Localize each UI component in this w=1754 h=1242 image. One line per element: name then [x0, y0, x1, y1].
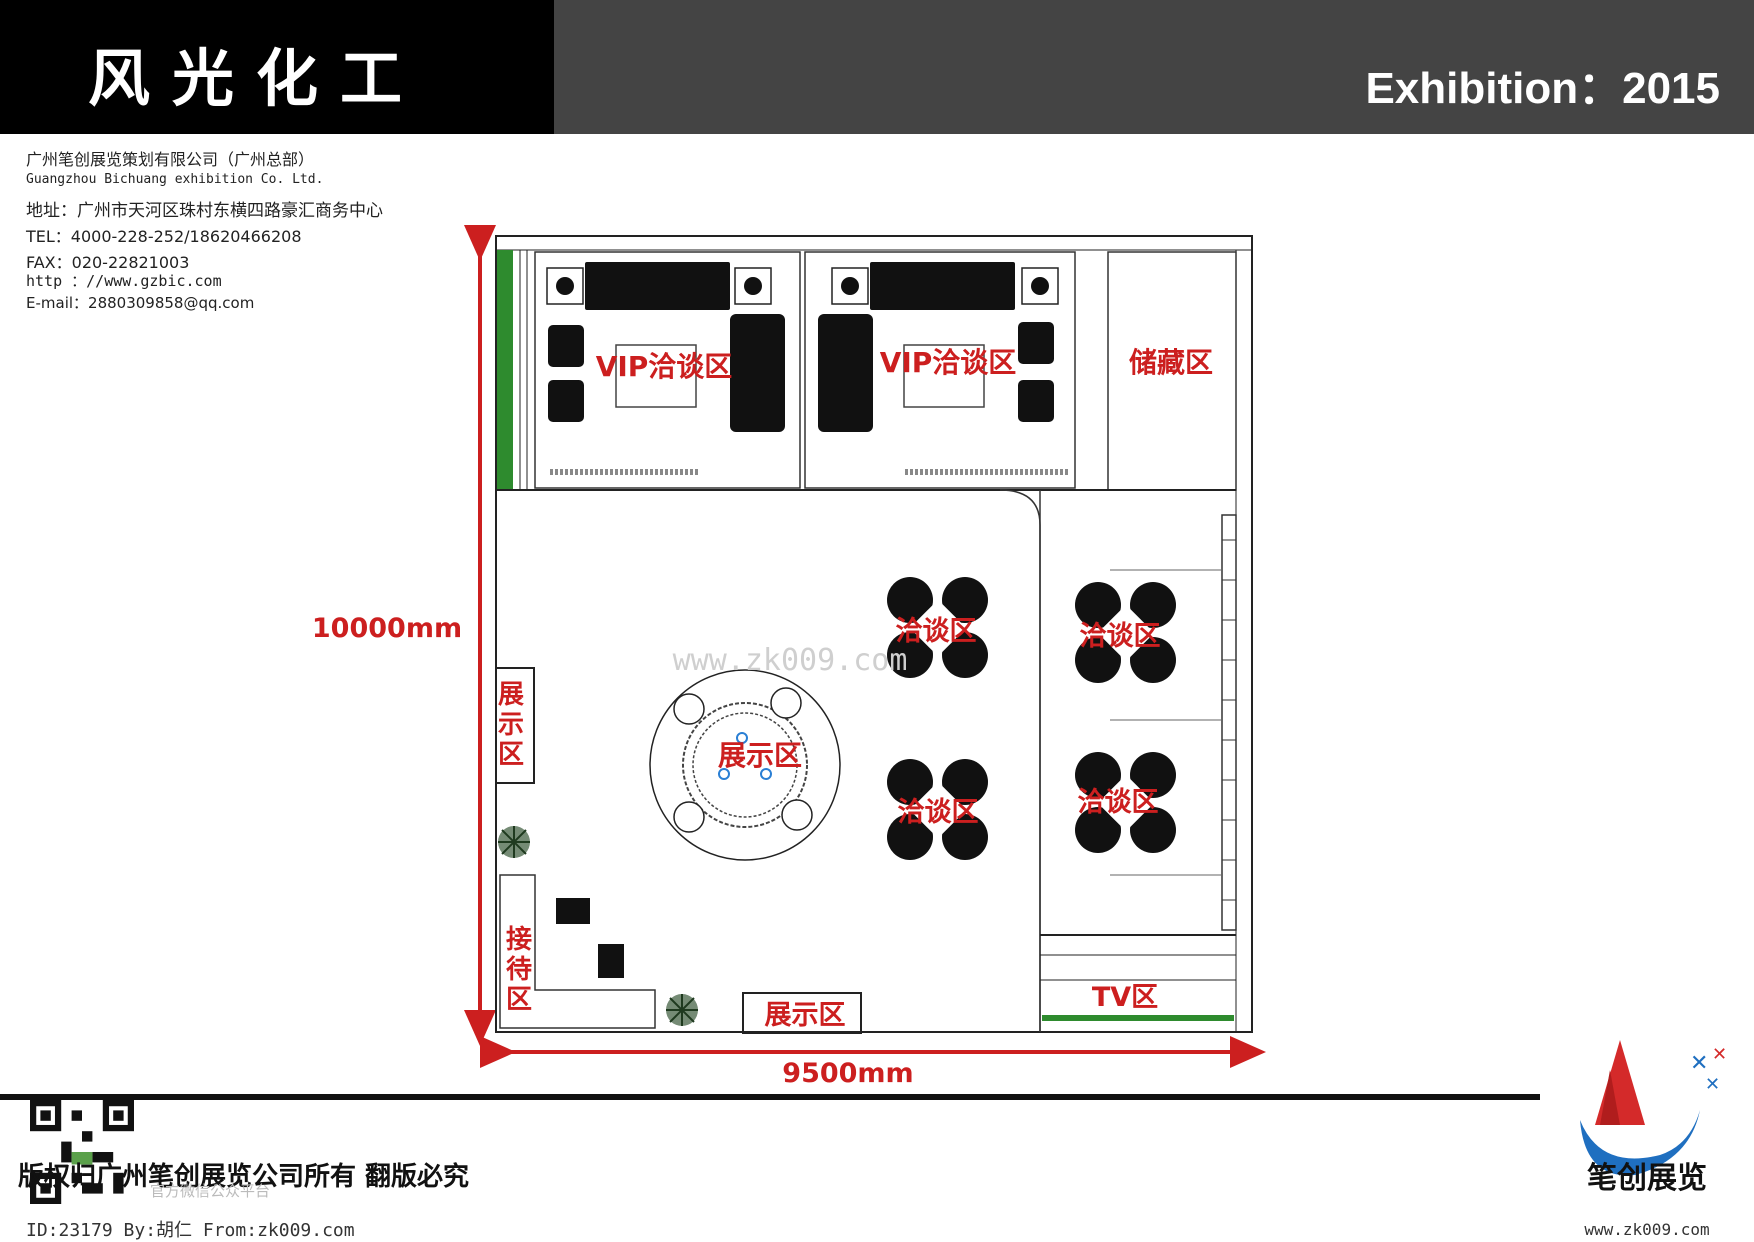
label-negotiation-3: 洽谈区 — [1080, 621, 1161, 652]
negotiation-table-2 — [887, 759, 988, 860]
id-line: ID:23179 By:胡仁 From:zk009.com — [26, 1220, 355, 1241]
left-display-panel — [495, 667, 535, 784]
label-negotiation-2: 洽谈区 — [898, 797, 979, 828]
company-email: E-mail：2880309858@qq.com — [26, 294, 255, 312]
reception-counter — [499, 874, 656, 1029]
svg-text:✕: ✕ — [1690, 1051, 1708, 1076]
company-web: http ：//www.gzbic.com — [26, 272, 222, 290]
negotiation-table-1 — [887, 577, 988, 678]
bichuang-logo: ✕ ✕ ✕ 笔创展览 www.zk009.com — [1540, 1040, 1754, 1240]
logo-text: 笔创展览 — [1587, 1161, 1707, 1196]
header-info-bar: Exhibition：2015 — [554, 0, 1754, 134]
label-vip-right: VIP洽谈区 — [880, 346, 1017, 379]
plant-icon-left — [498, 826, 530, 858]
project-title: 风光化工 — [88, 42, 425, 115]
exhibition-year: Exhibition：2015 — [1365, 64, 1720, 113]
company-name-cn: 广州笔创展览策划有限公司（广州总部） — [26, 150, 315, 169]
company-tel: TEL：4000-228-252/18620466208 — [26, 227, 302, 246]
label-vip-left: VIP洽谈区 — [596, 350, 733, 383]
green-wall-strip — [497, 250, 513, 490]
label-tv: TV区 — [1092, 982, 1158, 1013]
booth-outline — [495, 235, 1253, 1033]
label-display-left: 展示区 — [498, 680, 525, 770]
footer-rule — [0, 1094, 1540, 1100]
label-display-center: 展示区 — [718, 739, 802, 772]
svg-text:✕: ✕ — [1705, 1074, 1720, 1095]
central-display-stand — [649, 669, 841, 861]
company-name-en: Guangzhou Bichuang exhibition Co. Ltd. — [26, 172, 324, 187]
company-address: 地址：广州市天河区珠村东横四路豪汇商务中心 — [26, 201, 383, 221]
label-negotiation-4: 洽谈区 — [1078, 787, 1159, 818]
copyright-notice: 版权归广州笔创展览公司所有 翻版必究 — [18, 1162, 470, 1192]
svg-text:✕: ✕ — [1712, 1044, 1727, 1065]
negotiation-table-4 — [1075, 752, 1176, 853]
plant-icon-bottom — [666, 994, 698, 1026]
wechat-caption: 官方微信公众平台 — [150, 1182, 271, 1200]
header-title-bar: 风光化工 — [0, 0, 554, 134]
label-storage: 储藏区 — [1129, 346, 1213, 379]
negotiation-table-3 — [1075, 582, 1176, 683]
label-width-dim: 9500mm — [782, 1058, 913, 1089]
watermark-site: www.zk009.com — [673, 643, 908, 678]
label-display-bottom: 展示区 — [765, 1000, 846, 1031]
label-height-dim: 10000mm — [312, 613, 462, 644]
tv-green-strip — [1042, 1015, 1234, 1021]
logo-site: www.zk009.com — [1584, 1220, 1709, 1239]
bottom-display-panel — [742, 992, 862, 1034]
label-reception: 接待区 — [506, 925, 533, 1015]
label-negotiation-1: 洽谈区 — [896, 616, 977, 647]
company-fax: FAX：020-22821003 — [26, 253, 190, 272]
qr-code-icon — [30, 1100, 134, 1204]
